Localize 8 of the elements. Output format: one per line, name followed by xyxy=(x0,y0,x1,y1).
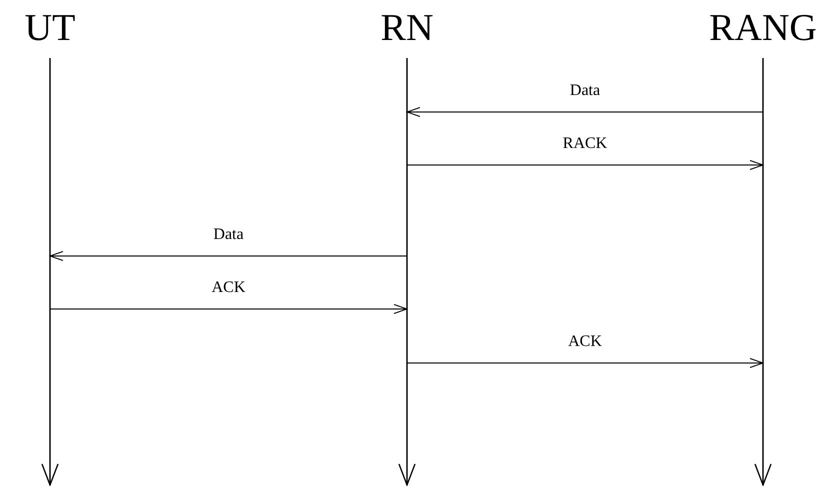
participant-name: UT xyxy=(24,6,76,50)
message-arrow xyxy=(406,107,764,117)
message-arrow xyxy=(406,358,764,368)
participant-name: RN xyxy=(380,6,434,50)
message-arrow xyxy=(50,304,408,314)
message-arrow xyxy=(406,160,764,170)
participant-name: RANG xyxy=(709,6,817,50)
message-arrow xyxy=(50,251,408,261)
